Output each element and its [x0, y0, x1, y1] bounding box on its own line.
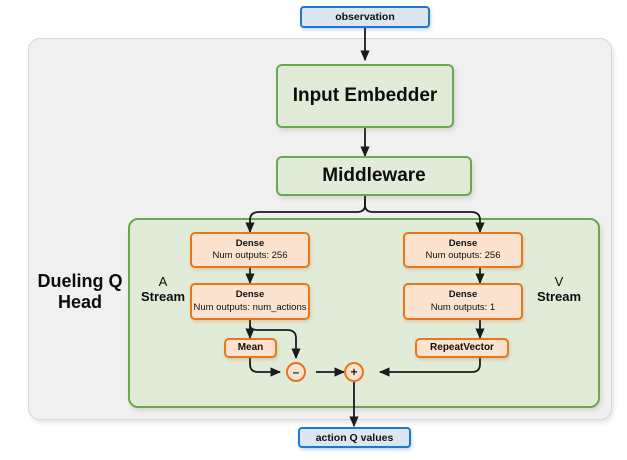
v-stream-label-bottom: Stream [536, 289, 582, 305]
middleware-node[interactable]: Middleware [276, 156, 472, 196]
add-operator[interactable]: + [344, 362, 364, 382]
v-stream-dense-256-subtitle: Num outputs: 256 [425, 250, 501, 261]
a-stream-dense-256-subtitle: Num outputs: 256 [212, 250, 288, 261]
v-stream-label-top: V [554, 274, 564, 289]
a-stream-dense-numactions-subtitle: Num outputs: num_actions [193, 301, 307, 313]
add-operator-symbol: + [350, 365, 358, 379]
middleware-label: Middleware [322, 165, 426, 186]
mean-node[interactable]: Mean [224, 338, 277, 358]
repeat-vector-label: RepeatVector [430, 341, 494, 353]
a-stream-label-top: A [158, 274, 168, 289]
subtract-operator-symbol: – [292, 365, 300, 379]
a-stream-label-bottom: Stream [140, 289, 186, 305]
a-stream-dense-256-node[interactable]: Dense Num outputs: 256 [190, 232, 310, 268]
v-stream-label: V Stream [533, 274, 585, 305]
v-stream-dense-1-subtitle: Num outputs: 1 [430, 301, 496, 313]
a-stream-dense-numactions-node[interactable]: Dense Num outputs: num_actions [190, 283, 310, 320]
action-q-values-label: action Q values [315, 431, 394, 444]
v-stream-dense-256-title: Dense [448, 237, 478, 249]
action-q-values-node[interactable]: action Q values [298, 427, 411, 448]
observation-label: observation [335, 11, 395, 23]
dueling-q-head-label: Dueling Q Head [37, 271, 123, 313]
repeat-vector-node[interactable]: RepeatVector [415, 338, 509, 358]
v-stream-dense-1-node[interactable]: Dense Num outputs: 1 [403, 283, 523, 320]
a-stream-dense-256-title: Dense [235, 237, 265, 249]
input-embedder-label: Input Embedder [292, 85, 438, 106]
subtract-operator[interactable]: – [286, 362, 306, 382]
v-stream-dense-1-title: Dense [448, 289, 478, 301]
v-stream-dense-256-node[interactable]: Dense Num outputs: 256 [403, 232, 523, 268]
observation-node[interactable]: observation [300, 6, 430, 28]
a-stream-dense-numactions-title: Dense [235, 289, 265, 301]
a-stream-label: A Stream [137, 274, 189, 305]
input-embedder-node[interactable]: Input Embedder [276, 64, 454, 128]
mean-label: Mean [237, 341, 264, 353]
